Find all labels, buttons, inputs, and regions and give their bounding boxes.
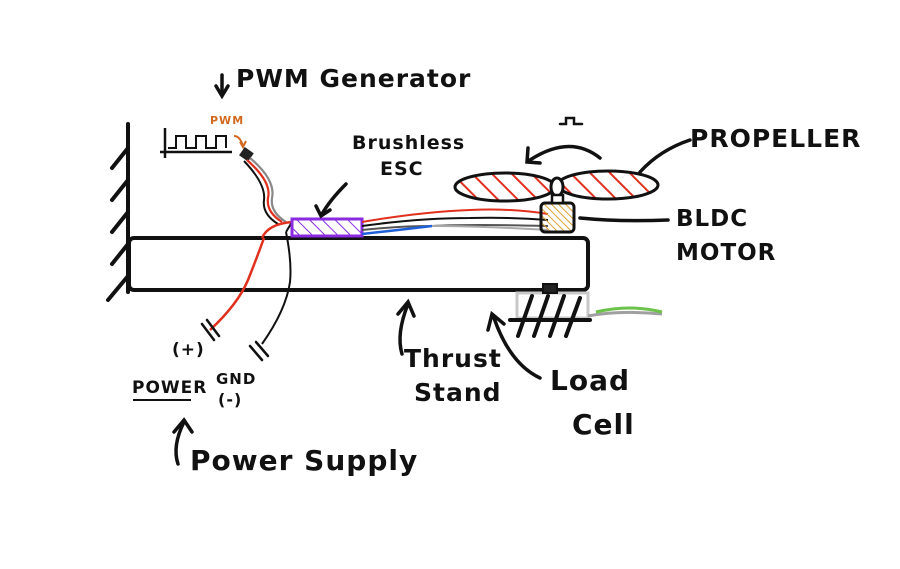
plus-terminal-label: (+): [172, 340, 205, 360]
thrust-label-line1: Thrust: [404, 344, 502, 373]
power-wires: [133, 231, 292, 401]
bldc-motor: [539, 193, 576, 234]
propeller-label: PROPELLER: [690, 124, 862, 153]
bldc-label-line2: MOTOR: [676, 240, 777, 266]
power-label: POWER: [132, 378, 208, 398]
rotation-arrow-icon: [525, 116, 602, 165]
thrust-label-line2: Stand: [414, 378, 502, 407]
esc-label-line1: Brushless: [352, 132, 466, 154]
gnd-label: GND: [216, 370, 257, 388]
power-supply-label: Power Supply: [190, 444, 419, 477]
propeller: [453, 169, 660, 203]
esc-motor-wires: [361, 208, 549, 236]
load-cell: [508, 283, 663, 338]
wall: [106, 122, 130, 302]
pwm-generator-icon: [160, 128, 287, 225]
minus-terminal-label: (-): [218, 390, 243, 409]
pwm-signal-label: PWM: [210, 114, 245, 127]
load-cell-label-line1: Load: [550, 364, 631, 397]
pwm-generator-label: PWM Generator: [236, 64, 472, 93]
load-cell-label-line2: Cell: [572, 408, 635, 441]
esc-label-line2: ESC: [380, 158, 424, 180]
thrust-stand-beam: [127, 236, 590, 292]
bldc-label-line1: BLDC: [676, 206, 749, 232]
pointer-lines: [172, 73, 692, 466]
brushless-esc: [260, 217, 364, 239]
